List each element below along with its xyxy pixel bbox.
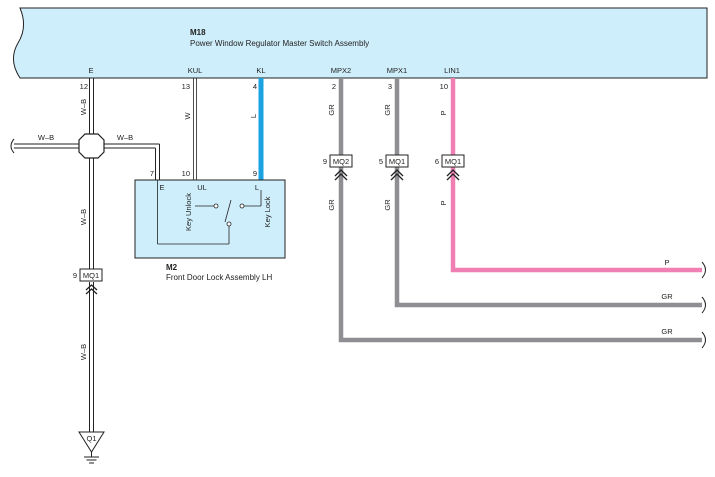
m18-terminal-e: E — [88, 66, 93, 75]
wire-label-gr-3: GR — [661, 327, 673, 336]
wire-wb-main — [14, 78, 160, 432]
m2-name: Front Door Lock Assembly LH — [166, 273, 272, 282]
m18-pin-2: 2 — [332, 82, 336, 91]
m18-terminal-kl: KL — [256, 66, 265, 75]
m2-code: M2 — [166, 263, 178, 272]
m2-pin-9: 9 — [253, 169, 257, 178]
switch-label-key-unlock: Key Unlock — [184, 193, 193, 231]
m2-pin-7: 7 — [150, 169, 154, 178]
wire-label-p-2: P — [439, 200, 448, 205]
wire-label-w: W — [183, 112, 192, 120]
connector-mq1-lin1 — [441, 154, 465, 181]
wire-label-p-1: P — [439, 110, 448, 115]
m2-terminal-l: L — [255, 183, 259, 192]
m2-box — [134, 179, 286, 259]
m18-pin-4: 4 — [253, 82, 257, 91]
connector-mq1-ground-pin: 9 — [73, 271, 77, 280]
wire-label-gr-5: GR — [383, 199, 392, 211]
wire-label-gr-6: GR — [661, 292, 673, 301]
splice-junction — [78, 133, 105, 159]
connector-mq1-ground-label: MQ1 — [83, 271, 99, 280]
m2-internal-circuit — [157, 180, 262, 245]
wire-label-gr-4: GR — [383, 104, 392, 116]
m18-terminal-kul: KUL — [188, 66, 203, 75]
m18-pin-13: 13 — [182, 82, 190, 91]
wire-label-p-3: P — [664, 258, 669, 267]
wire-p-lin1 — [450, 78, 702, 273]
m18-pin-3: 3 — [388, 82, 392, 91]
m18-name: Power Window Regulator Master Switch Ass… — [190, 39, 369, 48]
wire-label-l: L — [249, 114, 258, 118]
m2-contact-l — [239, 203, 245, 209]
connector-mq1-lin1-label: MQ1 — [445, 157, 461, 166]
ground-symbol — [84, 452, 99, 464]
wire-label-wb-1: W–B — [79, 99, 88, 115]
connector-mq2-pin: 9 — [323, 157, 327, 166]
wire-gr-mpx1 — [394, 78, 702, 308]
m2-contact-common — [226, 221, 232, 227]
connector-mq1-lin1-pin: 6 — [435, 157, 439, 166]
connector-mq2-mpx2 — [329, 154, 353, 181]
wire-label-wb-2: W–B — [38, 133, 54, 142]
m2-terminal-e: E — [159, 183, 164, 192]
connector-mq1-mpx1 — [385, 154, 409, 181]
ground-label: Q1 — [86, 434, 96, 443]
connector-chevron — [85, 284, 98, 295]
m2-contact-ul — [213, 203, 219, 209]
ground-point — [78, 431, 105, 453]
m18-terminal-lin1: LIN1 — [444, 66, 460, 75]
wire-label-wb-4: W–B — [79, 209, 88, 225]
m2-pin-10: 10 — [182, 169, 190, 178]
connector-mq2-label: MQ2 — [333, 157, 349, 166]
m18-terminal-mpx1: MPX1 — [387, 66, 407, 75]
connector-mq1-mpx1-label: MQ1 — [389, 157, 405, 166]
wire-label-wb-5: W–B — [79, 344, 88, 360]
m18-pin-10: 10 — [440, 82, 448, 91]
m18-box — [13, 7, 708, 79]
m18-terminal-mpx2: MPX2 — [331, 66, 351, 75]
m18-code: M18 — [190, 28, 206, 37]
switch-label-key-lock: Key Lock — [263, 196, 272, 227]
m2-terminal-ul: UL — [197, 183, 207, 192]
wire-break-mark — [10, 138, 15, 154]
wire-label-gr-2: GR — [327, 199, 336, 211]
wire-label-gr-1: GR — [327, 104, 336, 116]
wire-end-marks — [701, 261, 706, 349]
m18-pin-12: 12 — [80, 82, 88, 91]
connector-mq1-ground — [79, 268, 103, 282]
connector-mq1-mpx1-pin: 5 — [379, 157, 383, 166]
wire-label-wb-3: W–B — [117, 133, 133, 142]
